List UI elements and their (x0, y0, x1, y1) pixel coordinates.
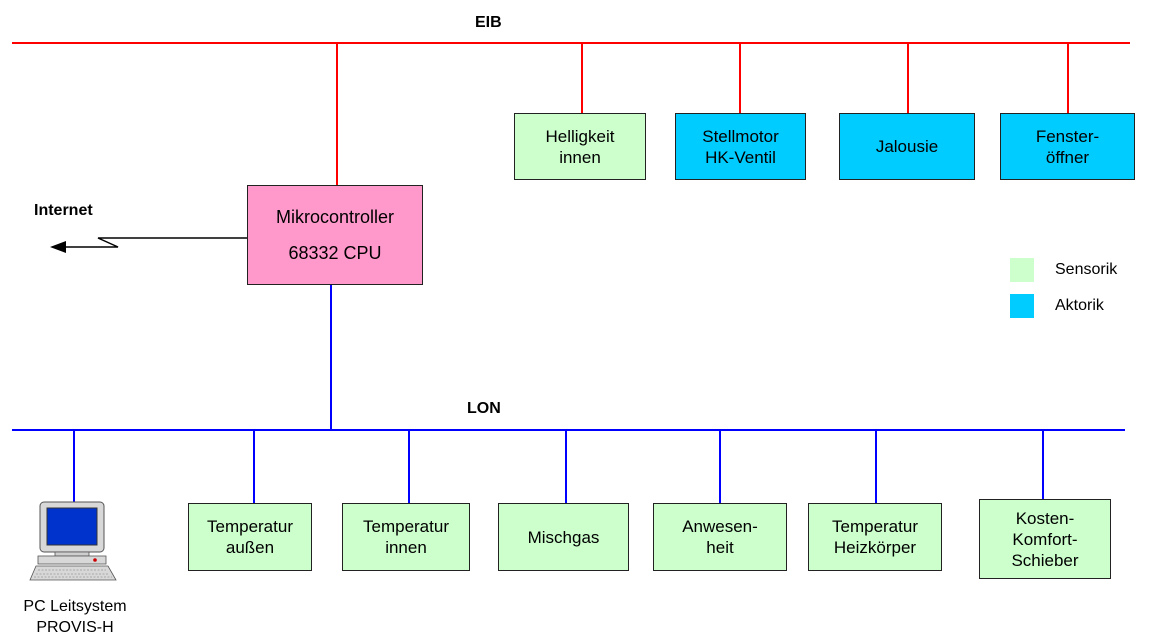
legend-label-sensorik: Sensorik (1055, 261, 1118, 278)
eib-device-helligkeit: Helligkeit innen (514, 113, 646, 180)
legend-swatch-sensorik (1010, 258, 1034, 282)
controller-cpu: 68332 CPU (288, 243, 382, 263)
lon-bus-label: LON (467, 400, 501, 417)
microcontroller-box: Mikrocontroller 68332 CPU (247, 185, 423, 285)
internet-label: Internet (34, 202, 93, 219)
lon-device-label: Anwesen- heit (682, 517, 758, 557)
lon-device-anwesenheit: Anwesen- heit (653, 503, 787, 571)
eib-device-label: Helligkeit innen (545, 126, 615, 167)
lon-device-label: Mischgas (527, 527, 600, 547)
lon-device-temperatur-heizkoerper: Temperatur Heizkörper (808, 503, 942, 571)
lon-device-label: Temperatur innen (363, 517, 449, 557)
lon-device-kosten-komfort-schieber: Kosten- Komfort- Schieber (979, 499, 1111, 579)
lon-device-label: Temperatur außen (207, 517, 293, 557)
eib-device-jalousie: Jalousie (839, 113, 975, 180)
controller-name: Mikrocontroller (275, 207, 395, 227)
legend-swatch-aktorik (1010, 294, 1034, 318)
eib-device-label: Jalousie (875, 137, 939, 156)
lon-device-mischgas: Mischgas (498, 503, 629, 571)
eib-device-fensteroeffner: Fenster- öffner (1000, 113, 1135, 180)
lon-device-label: Kosten- Komfort- Schieber (1011, 508, 1079, 570)
eib-device-stellmotor: Stellmotor HK-Ventil (675, 113, 806, 180)
pc-label: PC Leitsystem PROVIS-H (23, 598, 127, 636)
lon-device-label: Temperatur Heizkörper (832, 517, 918, 557)
internet-link-arrow (50, 237, 247, 253)
computer-icon (29, 501, 117, 581)
lon-device-temperatur-innen: Temperatur innen (342, 503, 470, 571)
eib-bus-label: EIB (475, 14, 502, 31)
lon-device-temperatur-aussen: Temperatur außen (188, 503, 312, 571)
legend-label-aktorik: Aktorik (1055, 297, 1104, 314)
eib-device-label: Fenster- öffner (1035, 126, 1100, 167)
eib-device-label: Stellmotor HK-Ventil (702, 126, 779, 167)
